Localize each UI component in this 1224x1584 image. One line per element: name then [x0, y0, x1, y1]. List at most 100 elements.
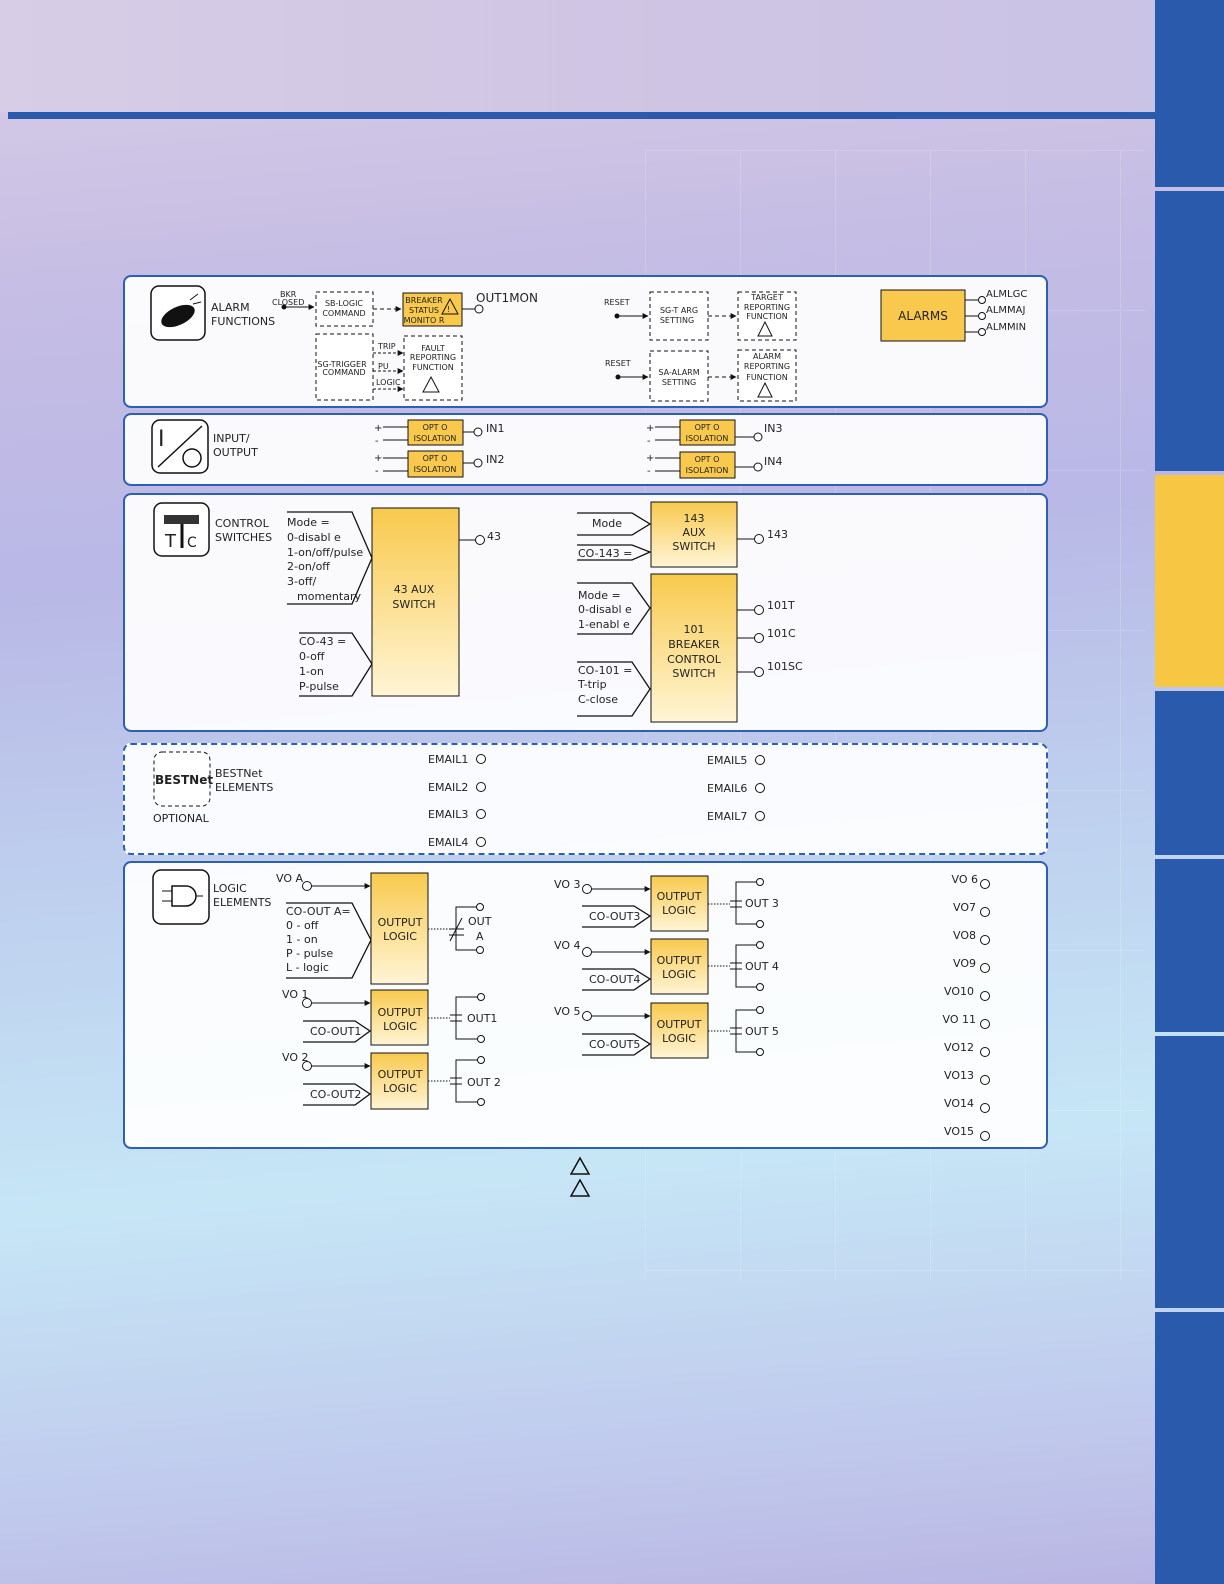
svg-text:OUT 4: OUT 4 — [745, 960, 779, 973]
bkr-dot — [281, 304, 287, 310]
svg-text:MONITO R: MONITO R — [404, 316, 445, 325]
svg-text:CONTROL: CONTROL — [667, 653, 722, 666]
alarm-outputs: ALMLGC ALMMAJ ALMMIN — [965, 289, 1027, 336]
email-outputs-left: EMAIL1 EMAIL2 EMAIL3 EMAIL4 — [428, 753, 486, 849]
side-tab-3-active[interactable] — [1155, 475, 1224, 687]
svg-text:SG-TRIGGER: SG-TRIGGER — [317, 360, 367, 369]
svg-text:0-disabl e: 0-disabl e — [578, 603, 632, 616]
svg-text:0 - off: 0 - off — [286, 919, 319, 932]
out-4-contact: OUT 4 — [708, 941, 779, 991]
header-rule — [8, 112, 1155, 119]
out-1-contact: OUT1 — [428, 993, 497, 1043]
svg-text:OUTPUT: OUTPUT — [657, 890, 702, 903]
svg-text:LOGIC: LOGIC — [662, 904, 696, 917]
svg-text:CO-43 =: CO-43 = — [299, 635, 346, 648]
svg-text:43 AUX: 43 AUX — [394, 583, 435, 596]
side-tab-1[interactable] — [1155, 0, 1224, 187]
svg-text:SG-T ARG: SG-T ARG — [660, 306, 698, 315]
co-101-input: CO-101 = T-trip C-close — [577, 661, 651, 717]
opto-isolation-in1: + - OPT O ISOLATION IN1 — [374, 419, 504, 447]
svg-text:I: I — [158, 427, 165, 452]
bkr-label: BKR — [280, 290, 297, 299]
svg-text:143: 143 — [684, 512, 705, 525]
svg-text:OUT: OUT — [468, 915, 492, 928]
vo-2-label: VO 2 — [282, 1051, 309, 1064]
svg-text:EMAIL7: EMAIL7 — [707, 810, 747, 823]
trip-label: TRIP — [377, 342, 396, 351]
logic-elements-icon — [152, 869, 210, 925]
svg-text:2-on/off: 2-on/off — [287, 560, 330, 573]
vo-6-label: VO 6 — [952, 873, 979, 886]
logic-label: LOGIC — [376, 378, 401, 387]
svg-text:EMAIL3: EMAIL3 — [428, 808, 468, 821]
svg-text:BREAKER: BREAKER — [668, 638, 720, 651]
vo-10-label: VO10 — [944, 985, 974, 998]
side-tab-2[interactable] — [1155, 191, 1224, 471]
vo-a-terminal — [302, 881, 312, 891]
svg-text:OUTPUT: OUTPUT — [378, 1068, 423, 1081]
vo-2-terminal — [302, 1061, 312, 1071]
closed-label: CLOSED — [272, 298, 304, 307]
svg-text:CO-101 =: CO-101 = — [578, 664, 632, 677]
output-logic-3-block: OUTPUT LOGIC — [650, 875, 709, 932]
in4-label: IN4 — [764, 455, 782, 468]
output-logic-a-block: OUTPUT LOGIC — [370, 872, 429, 985]
svg-text:COMMAND: COMMAND — [322, 368, 365, 377]
svg-text:ISOLATION: ISOLATION — [414, 465, 457, 474]
vo-9-label: VO9 — [953, 957, 976, 970]
side-tab-4[interactable] — [1155, 691, 1224, 855]
svg-text:EMAIL4: EMAIL4 — [428, 836, 468, 849]
vo-12-label: VO12 — [944, 1041, 974, 1054]
svg-text:ISOLATION: ISOLATION — [686, 434, 729, 443]
svg-text:OUT1: OUT1 — [467, 1012, 497, 1025]
svg-text:LOGIC: LOGIC — [383, 1020, 417, 1033]
svg-text:AUX: AUX — [682, 526, 706, 539]
side-tab-7[interactable] — [1155, 1312, 1224, 1584]
svg-text:OPT O: OPT O — [423, 454, 448, 463]
svg-text:EMAIL5: EMAIL5 — [707, 754, 747, 767]
svg-text:TARGET: TARGET — [750, 293, 783, 302]
pu-label: PU — [378, 362, 389, 371]
header-band — [0, 0, 1155, 112]
vo-4-terminal — [582, 947, 592, 957]
opto-isolation-in2: + - OPT O ISOLATION IN2 — [374, 450, 504, 478]
svg-text:SA-ALARM: SA-ALARM — [658, 368, 699, 377]
svg-text:FUNCTION: FUNCTION — [746, 373, 788, 382]
vo-a-label: VO A — [276, 872, 303, 885]
opto-isolation-in3: + - OPT O ISOLATION IN3 — [646, 419, 782, 447]
svg-text:LOGIC: LOGIC — [662, 1032, 696, 1045]
input-output-label-2: OUTPUT — [213, 446, 258, 459]
alarm-functions-label-2: FUNCTIONS — [211, 315, 275, 328]
svg-text:L - logic: L - logic — [286, 961, 329, 974]
svg-text:OUTPUT: OUTPUT — [657, 1018, 702, 1031]
out-5-contact: OUT 5 — [708, 1006, 779, 1056]
out-101-terminals: 101T 101C 101SC — [737, 599, 803, 677]
143-aux-switch-block: 143 AUX SWITCH — [650, 501, 738, 568]
svg-text:Mode =: Mode = — [578, 589, 621, 602]
svg-text:EMAIL1: EMAIL1 — [428, 753, 468, 766]
svg-text:FAULT: FAULT — [421, 344, 445, 353]
svg-text:101: 101 — [684, 623, 705, 636]
svg-text:OUTPUT: OUTPUT — [378, 1006, 423, 1019]
mode-101-input: Mode = 0-disabl e 1-enabl e — [577, 582, 651, 635]
svg-text:REPORTING: REPORTING — [744, 303, 790, 312]
svg-text:1-on: 1-on — [299, 665, 324, 678]
alarm-functions-icon — [150, 285, 206, 341]
out-43-label: 43 — [487, 530, 501, 543]
reset-label-1: RESET — [604, 298, 630, 307]
bestnet-label-1: BESTNet — [215, 767, 263, 780]
svg-text:OUT 2: OUT 2 — [467, 1076, 501, 1089]
output-logic-2-block: OUTPUT LOGIC — [370, 1052, 429, 1110]
svg-text:OUTPUT: OUTPUT — [378, 916, 423, 929]
email-outputs-right: EMAIL5 EMAIL6 EMAIL7 — [707, 754, 765, 823]
vo-11-label: VO 11 — [943, 1013, 976, 1026]
sg-trigger-command-block: SG-TRIGGER COMMAND — [315, 333, 374, 401]
svg-text:ALARMS: ALARMS — [898, 309, 948, 323]
breaker-status-monitor-block: BREAKER STATUS MONITO R ! — [402, 292, 463, 327]
side-tab-5[interactable] — [1155, 859, 1224, 1032]
out-101t-label: 101T — [767, 599, 795, 612]
side-tab-6[interactable] — [1155, 1036, 1224, 1308]
vo-14-label: VO14 — [944, 1097, 974, 1110]
svg-text:-: - — [647, 436, 651, 447]
svg-text:ISOLATION: ISOLATION — [414, 434, 457, 443]
